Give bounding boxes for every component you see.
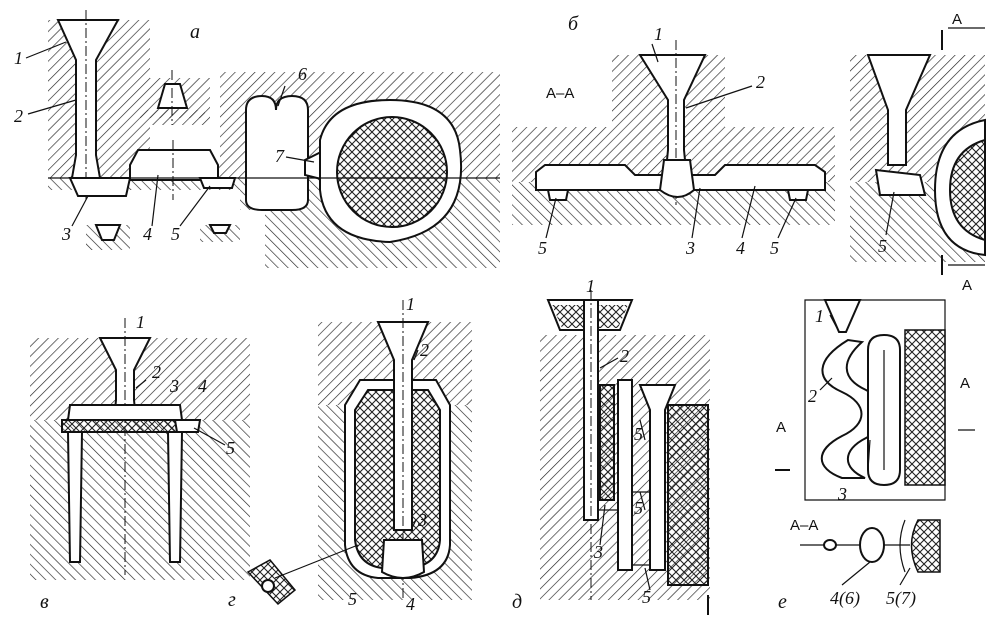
section-e-left: А [776,419,786,436]
panel-a-wheel-core [336,116,448,228]
section-a-right-bottom: А [962,277,972,294]
panel-e-section-gate [823,539,837,551]
panel-a-casting [129,149,219,181]
panel-label-v: в [40,591,49,613]
label-b-side-5: 5 [878,236,887,256]
label-a-1: 1 [14,48,23,68]
panel-v [30,318,250,580]
panel-b-lower-mold [512,182,835,225]
part-labels: 1 2 3 4 5 6 7 1 2 5 3 4 5 5 1 2 3 4 5 1 … [14,24,916,614]
section-a-right-top: А [952,11,962,28]
panel-label-g: г [228,589,236,611]
section-aa-b: А–А [546,85,574,102]
panel-label-b: б [568,13,579,35]
label-g-3: 3 [417,510,427,530]
panel-v-upper-mold [30,338,250,420]
label-d-5-mid: 5 [634,498,643,518]
panel-e-zigzag-runner [821,338,885,479]
label-a-5: 5 [171,224,180,244]
panel-d-riser-cup [638,384,677,571]
label-e-1: 1 [815,306,824,326]
label-b-2: 2 [756,72,765,92]
panel-labels: а б в г д е [40,13,787,613]
panel-v-gate [173,419,202,433]
section-e-right: А [960,375,970,392]
leader-lines [25,41,911,591]
panel-b-side-sprue [866,54,932,166]
panel-d-riser-channel [617,379,633,571]
panel-a-gate [198,177,237,189]
panel-v-core-left [66,431,84,563]
label-v-4: 4 [198,376,207,396]
label-b-5-left: 5 [538,238,547,258]
panel-e-pouring-cup [823,299,862,333]
label-e-3: 3 [837,484,847,504]
panel-b-runner [658,159,696,198]
panel-d-sprue [583,299,599,521]
label-v-5: 5 [226,438,235,458]
label-a-7: 7 [275,146,285,166]
panel-v-core-right [166,431,184,563]
panel-b-gate-left [546,189,570,201]
panel-label-d: д [512,591,522,613]
label-b-3: 3 [685,238,695,258]
label-e-5-7: 5(7) [886,588,916,609]
panel-a-profile-bot2-cav [208,224,232,234]
section-aa-e: А–А [790,517,818,534]
panel-a-riser [245,94,309,211]
label-v-3: 3 [169,376,179,396]
panel-v-lower-mold [30,420,250,580]
label-d-1: 1 [586,276,595,296]
panel-b-side-wheel-core [948,138,986,242]
panel-v-casting-plate [61,419,191,433]
label-d-2: 2 [620,346,629,366]
label-a-4: 4 [143,224,152,244]
panel-e [775,299,975,573]
label-g-4: 4 [406,594,415,614]
panel-g-detail-gate [261,579,275,593]
panel-g-bottom-gate [380,539,426,579]
label-d-5-bot: 5 [642,587,651,607]
panel-b-side-runner [874,168,927,196]
label-g-2: 2 [420,340,429,360]
panel-a-runner [68,177,132,197]
label-b-1: 1 [654,24,663,44]
label-b-5-right: 5 [770,238,779,258]
label-e-2: 2 [808,386,817,406]
label-g-1: 1 [406,294,415,314]
label-v-1: 1 [136,312,145,332]
panel-label-a: а [190,21,200,43]
panel-d-casting [599,384,709,586]
panel-g [246,300,472,606]
section-labels: А–А А А А А А–А [546,11,972,534]
panel-b-gate-right [786,189,810,201]
label-g-5: 5 [348,589,357,609]
panel-v-runner [66,404,184,421]
panel-a [48,10,500,268]
label-a-3: 3 [61,224,71,244]
panel-e-section-wheel [910,519,941,573]
panel-d [540,290,710,615]
label-e-4-6: 4(6) [830,588,860,609]
label-a-6: 6 [298,64,307,84]
panel-a-profile-bot-cav [94,224,122,241]
panel-e-block [904,329,946,486]
panel-b [512,27,986,275]
panel-e-frame [804,299,946,501]
label-b-4: 4 [736,238,745,258]
label-a-2: 2 [14,106,23,126]
label-v-2: 2 [152,362,161,382]
panel-label-e: е [778,591,787,613]
label-d-3: 3 [593,542,603,562]
label-d-5-top: 5 [634,424,643,444]
panel-e-section-riser [859,527,885,563]
